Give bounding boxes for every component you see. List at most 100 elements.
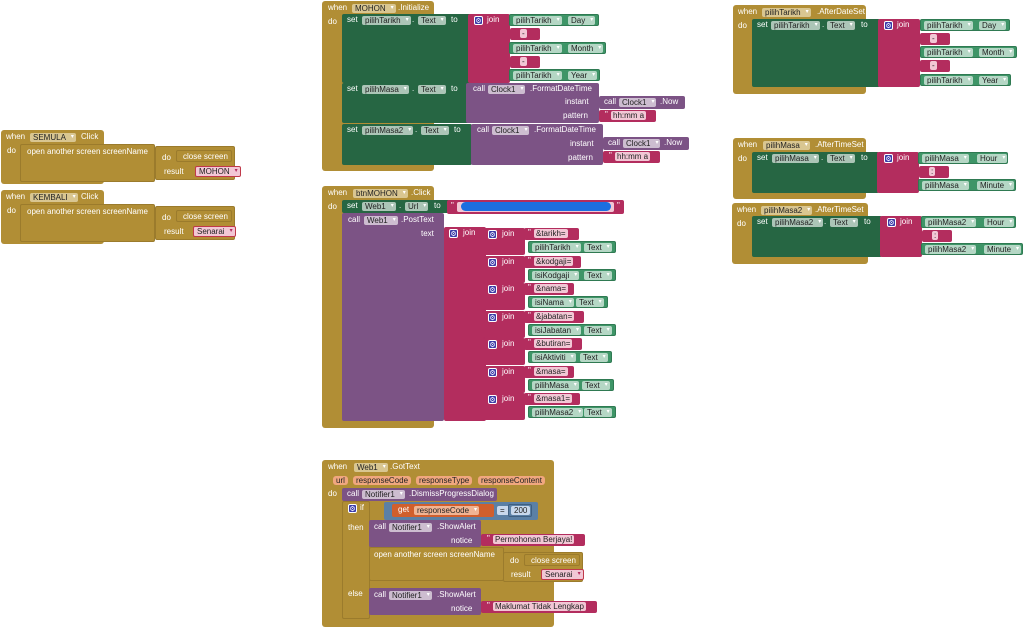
property-dropdown[interactable]: Text	[418, 85, 446, 94]
getter-field-text[interactable]: isiNamaText	[528, 296, 608, 308]
component-dropdown[interactable]: pilihMasa	[772, 154, 819, 163]
set-pilihmasa2-text[interactable]: set pilihMasa2 . Text to	[752, 216, 882, 257]
call-notifier1-showalert[interactable]: call Notifier1 .ShowAlert notice	[369, 520, 481, 547]
text-key[interactable]: "&masa=	[524, 366, 574, 378]
property-dropdown[interactable]: Text	[584, 326, 612, 335]
gear-icon[interactable]: ⚙	[884, 21, 893, 30]
number-block[interactable]: 200	[508, 504, 532, 517]
gear-icon[interactable]: ⚙	[488, 368, 497, 377]
text-value[interactable]: &masa=	[534, 367, 568, 376]
component-dropdown[interactable]: pilihTarikh	[762, 8, 811, 17]
getter-pilihmasa2-minute[interactable]: pilihMasa2 Minute	[921, 243, 1023, 255]
component-dropdown[interactable]: MOHON	[352, 4, 396, 13]
property-dropdown[interactable]: Month	[979, 48, 1015, 57]
getter-field-text[interactable]: isiAktivitiText	[528, 351, 612, 363]
join-block[interactable]: ⚙ join	[877, 152, 919, 193]
set-pilihmasa2-text[interactable]: set pilihMasa2 . Text to	[342, 124, 472, 165]
inner-join-block[interactable]: ⚙join	[483, 393, 525, 420]
component-dropdown[interactable]: pilihTarikh	[924, 21, 973, 30]
component-dropdown[interactable]: Notifier1	[389, 591, 432, 600]
component-dropdown[interactable]: KEMBALI	[30, 193, 78, 202]
component-dropdown[interactable]: pilihTarikh	[513, 71, 562, 80]
gear-icon[interactable]: ⚙	[884, 154, 893, 163]
getter-pilihmasa-minute[interactable]: pilihMasa Minute	[918, 179, 1016, 191]
component-dropdown[interactable]: isiNama	[532, 298, 574, 307]
join-block[interactable]: ⚙ join	[468, 14, 510, 83]
if-then-else-block[interactable]: ⚙ if then else	[342, 501, 370, 619]
component-dropdown[interactable]: btnMOHON	[353, 189, 408, 198]
property-dropdown[interactable]: Text	[827, 21, 855, 30]
text-url-redacted[interactable]: " "	[447, 200, 624, 214]
property-dropdown[interactable]: Text	[830, 218, 858, 227]
component-dropdown[interactable]: pilihMasa2	[925, 218, 977, 227]
call-clock1-formatdatetime[interactable]: call Clock1 .FormatDateTime instant patt…	[471, 124, 603, 165]
component-dropdown[interactable]: pilihMasa2	[761, 206, 813, 215]
property-dropdown[interactable]: Hour	[984, 218, 1015, 227]
getter-pilihtarikh-year[interactable]: pilihTarikh Year	[920, 74, 1011, 86]
outer-join-block[interactable]: ⚙ join	[444, 227, 486, 421]
property-dropdown[interactable]: Text	[580, 353, 608, 362]
gear-icon[interactable]: ⚙	[488, 395, 497, 404]
component-dropdown[interactable]: Web1	[362, 202, 396, 211]
screen-name-dropdown[interactable]: Senarai	[193, 226, 236, 237]
inner-join-block[interactable]: ⚙join	[483, 366, 525, 393]
set-pilihmasa-text[interactable]: set pilihMasa . Text to	[342, 83, 472, 123]
component-dropdown[interactable]: Clock1	[623, 139, 661, 148]
component-dropdown[interactable]: Clock1	[488, 85, 526, 94]
call-clock1-now[interactable]: call Clock1 .Now	[599, 96, 685, 109]
text-separator[interactable]: :	[919, 166, 949, 178]
component-dropdown[interactable]: pilihMasa	[532, 381, 579, 390]
component-dropdown[interactable]: Notifier1	[389, 523, 432, 532]
join-block[interactable]: ⚙ join	[880, 216, 922, 257]
getter-field-text[interactable]: pilihMasaText	[528, 379, 614, 391]
getter-field-text[interactable]: pilihMasa2Text	[528, 406, 616, 418]
getter-field-text[interactable]: isiJabatanText	[528, 324, 616, 336]
text-value[interactable]: &kodgaji=	[534, 257, 574, 266]
text-value[interactable]: &jabatan=	[534, 312, 575, 321]
gear-icon[interactable]: ⚙	[348, 504, 357, 513]
set-pilihtarikh-text[interactable]: set pilihTarikh . Text to	[342, 14, 472, 83]
call-clock1-formatdatetime[interactable]: call Clock1 .FormatDateTime instant patt…	[466, 83, 599, 123]
component-dropdown[interactable]: pilihMasa2	[772, 218, 824, 227]
inner-join-block[interactable]: ⚙join	[483, 228, 525, 255]
set-web1-url[interactable]: set Web1 . Url to	[342, 200, 450, 213]
component-dropdown[interactable]: Clock1	[619, 98, 657, 107]
gear-icon[interactable]: ⚙	[488, 285, 497, 294]
component-dropdown[interactable]: pilihTarikh	[924, 48, 973, 57]
component-dropdown[interactable]: pilihMasa2	[362, 126, 414, 135]
gear-icon[interactable]: ⚙	[488, 313, 497, 322]
call-notifier1-showalert[interactable]: call Notifier1 .ShowAlert notice	[369, 588, 481, 615]
text-pattern[interactable]: " hh:mm a	[599, 110, 656, 122]
property-dropdown[interactable]: Day	[568, 16, 596, 25]
property-dropdown[interactable]: Text	[584, 243, 612, 252]
text-pattern[interactable]: " hh:mm a	[603, 151, 660, 163]
component-dropdown[interactable]: pilihTarikh	[513, 16, 562, 25]
getter-pilihmasa-hour[interactable]: pilihMasa Hour	[918, 152, 1008, 164]
getter-pilihtarikh-day[interactable]: pilihTarikh Day	[920, 19, 1010, 31]
text-separator[interactable]: :	[922, 230, 952, 242]
text-value[interactable]: :	[929, 167, 936, 176]
text-value[interactable]: hh:mm a	[615, 152, 651, 161]
text-value[interactable]: &tarikh=	[534, 229, 568, 238]
text-key[interactable]: "&jabatan=	[524, 311, 584, 323]
text-value[interactable]: -	[930, 34, 937, 43]
text-separator[interactable]: -	[920, 33, 950, 45]
set-pilihmasa-text[interactable]: set pilihMasa . Text to	[752, 152, 879, 193]
get-responsecode[interactable]: get responseCode	[392, 504, 494, 517]
open-another-screen-block[interactable]: open another screen screenName	[20, 144, 155, 182]
text-value[interactable]: -	[520, 29, 527, 38]
component-dropdown[interactable]: pilihTarikh	[924, 76, 973, 85]
inner-join-block[interactable]: ⚙join	[483, 338, 525, 365]
variable-dropdown[interactable]: responseCode	[414, 506, 480, 515]
inner-join-block[interactable]: ⚙join	[483, 283, 525, 310]
property-dropdown[interactable]: Text	[576, 298, 604, 307]
inner-join-block[interactable]: ⚙join	[483, 256, 525, 283]
set-pilihtarikh-text[interactable]: set pilihTarikh . Text to	[752, 19, 880, 87]
text-separator[interactable]: -	[920, 60, 950, 72]
text-value[interactable]: -	[930, 61, 937, 70]
gear-icon[interactable]: ⚙	[488, 230, 497, 239]
join-block[interactable]: ⚙ join	[878, 19, 920, 87]
screen-name-dropdown[interactable]: Senarai	[541, 569, 584, 580]
open-another-screen-block[interactable]: open another screen screenName	[20, 204, 155, 242]
param-responsecontent[interactable]: responseContent	[478, 476, 545, 485]
